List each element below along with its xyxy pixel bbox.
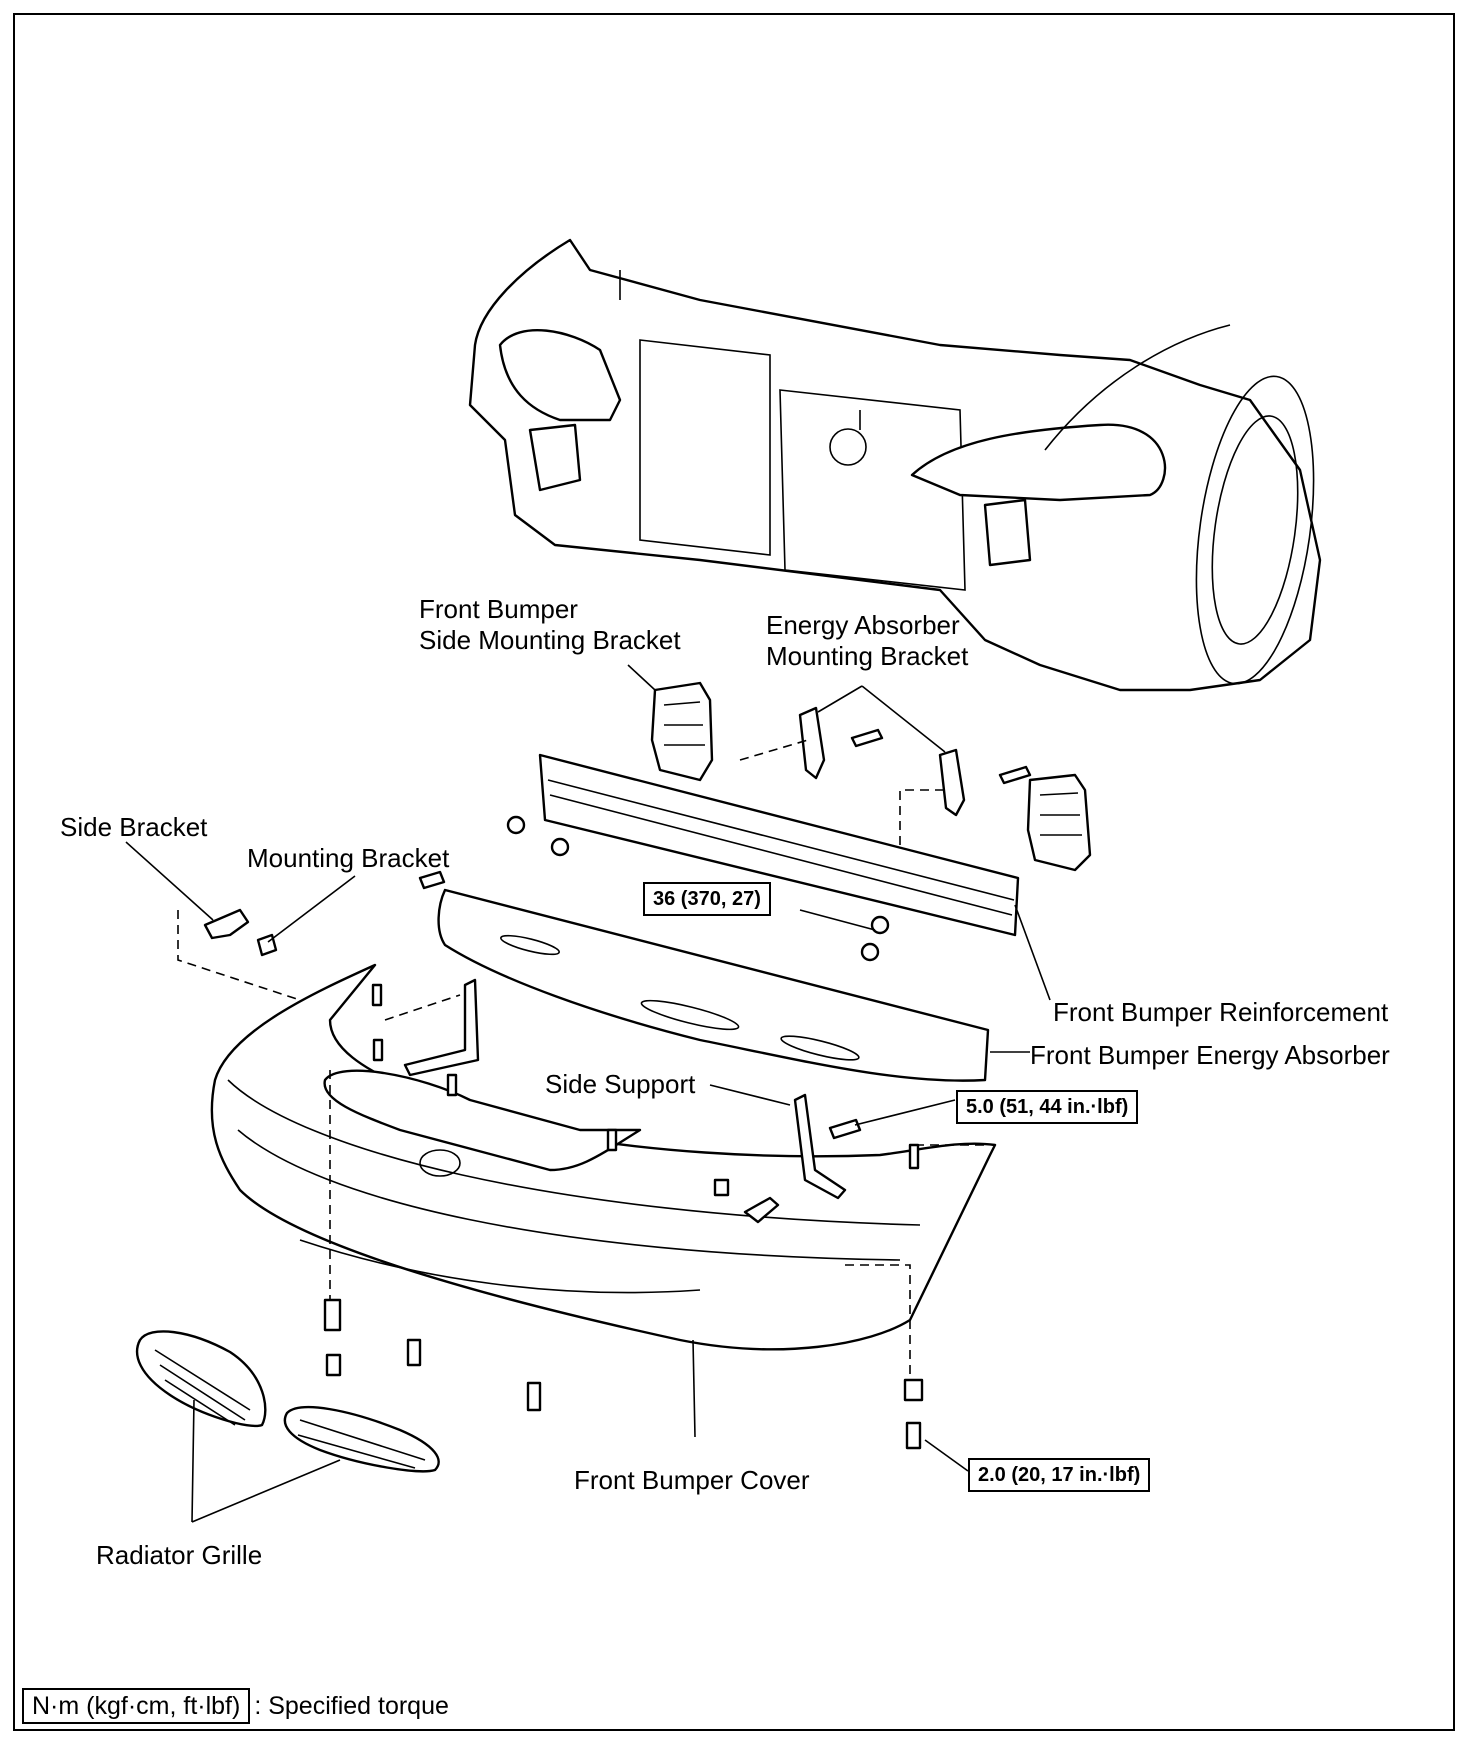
front-bumper-side-mounting-bracket-left bbox=[650, 681, 714, 782]
clips bbox=[323, 870, 924, 1450]
bracket-bolt-2 bbox=[998, 765, 1032, 785]
nut-3 bbox=[870, 915, 890, 935]
energy-absorber-mounting-bracket-left bbox=[798, 706, 826, 780]
side-bracket-part bbox=[203, 908, 250, 940]
energy-absorber-mounting-bracket-right bbox=[938, 748, 966, 817]
assembly-lines bbox=[177, 739, 990, 1380]
front-bumper-cover-part bbox=[210, 963, 997, 1351]
torque-side-support-bolt: 5.0 (51, 44 in.·lbf) bbox=[956, 1090, 1139, 1124]
torque-reinforcement-nuts: 36 (370, 27) bbox=[643, 882, 771, 916]
label-mounting-bracket: Mounting Bracket bbox=[247, 843, 450, 873]
front-bumper-side-mounting-bracket-right bbox=[1026, 773, 1092, 872]
torque-legend: N·m (kgf·cm, ft·lbf): Specified torque bbox=[22, 1688, 449, 1724]
side-support-right bbox=[793, 1093, 847, 1200]
label-front-bumper-energy-absorber: Front Bumper Energy Absorber bbox=[1030, 1040, 1390, 1070]
label-line-1: Front Bumper bbox=[419, 594, 578, 624]
label-energy-absorber-mounting-bracket: Energy Absorber Mounting Bracket bbox=[766, 610, 968, 672]
radiator-grille-right-part bbox=[283, 1405, 440, 1473]
legend-unit-box: N·m (kgf·cm, ft·lbf) bbox=[22, 1688, 251, 1724]
label-line-2: Mounting Bracket bbox=[766, 641, 969, 671]
label-front-bumper-side-mounting-bracket: Front Bumper Side Mounting Bracket bbox=[419, 594, 681, 656]
label-side-bracket: Side Bracket bbox=[60, 812, 208, 842]
leader-lines bbox=[125, 664, 1051, 1523]
front-bumper-reinforcement-part bbox=[538, 753, 1020, 937]
side-support-left bbox=[403, 978, 480, 1077]
label-front-bumper-cover: Front Bumper Cover bbox=[574, 1465, 810, 1495]
label-line-1: Energy Absorber bbox=[766, 610, 960, 640]
label-side-support: Side Support bbox=[545, 1069, 696, 1099]
legend-text: : Specified torque bbox=[254, 1692, 449, 1720]
label-line-2: Side Mounting Bracket bbox=[419, 625, 681, 655]
vehicle-front-body bbox=[468, 238, 1322, 692]
side-support-bolt bbox=[828, 1118, 862, 1140]
bracket-bolt-1 bbox=[850, 728, 884, 748]
nut-4 bbox=[860, 942, 880, 962]
diagram-frame bbox=[13, 13, 1455, 1731]
torque-cover-clip: 2.0 (20, 17 in.·lbf) bbox=[968, 1458, 1151, 1492]
label-radiator-grille: Radiator Grille bbox=[96, 1540, 263, 1570]
radiator-grille-left-part bbox=[135, 1330, 267, 1428]
nut-2 bbox=[550, 837, 570, 857]
front-bumper-energy-absorber-part bbox=[437, 888, 990, 1082]
label-front-bumper-reinforcement: Front Bumper Reinforcement bbox=[1053, 997, 1389, 1027]
nut-1 bbox=[506, 815, 526, 835]
